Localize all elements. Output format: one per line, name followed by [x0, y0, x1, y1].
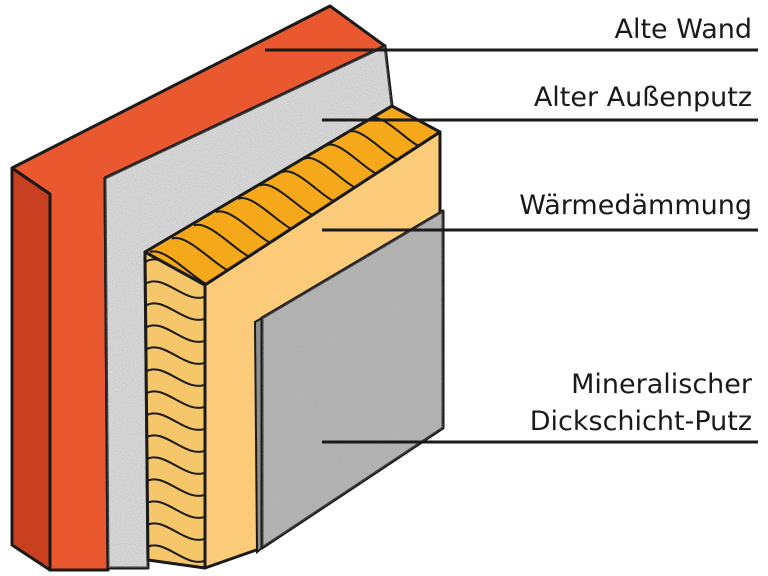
label-alte-wand: Alte Wand	[614, 14, 752, 45]
insulation-fiber-line	[303, 156, 357, 189]
insulation-fiber-line	[145, 478, 205, 497]
insulation-fiber-line	[145, 434, 205, 453]
insulation-fiber-line	[325, 143, 378, 175]
insulation-fiber-line	[259, 183, 314, 217]
insulation-fiber-line	[193, 223, 251, 259]
label-putz-line2: Dickschicht-Putz	[530, 406, 752, 437]
insulation-fiber-line	[145, 368, 205, 387]
insulation-fiber-line	[145, 456, 205, 475]
insulation-fiber-line	[171, 237, 230, 273]
insulation-fiber-line	[145, 346, 205, 365]
old-wall-side	[10, 166, 52, 572]
insulation-fiber-line	[145, 412, 205, 431]
insulation-fiber-line	[369, 116, 420, 147]
label-waermedaemmung: Wärmedämmung	[519, 190, 752, 221]
insulation-fiber-line	[215, 210, 272, 245]
insulation-fiber-line	[347, 130, 399, 161]
insulation-fiber-line	[149, 250, 209, 285]
insulation-fiber-line	[145, 280, 205, 299]
label-alter-aussenputz: Alter Außenputz	[534, 82, 752, 113]
insulation-side	[143, 250, 207, 570]
insulation-fiber-line	[145, 544, 205, 563]
insulation-fiber-line	[237, 197, 293, 231]
label-putz-line1: Mineralischer	[571, 369, 753, 400]
insulation-fiber-line	[145, 324, 205, 343]
insulation-fiber-line	[145, 302, 205, 321]
insulation-fiber-line	[145, 390, 205, 409]
insulation-fiber-line	[281, 170, 335, 203]
insulation-fiber-line	[145, 500, 205, 519]
insulation-fiber-line	[145, 522, 205, 541]
